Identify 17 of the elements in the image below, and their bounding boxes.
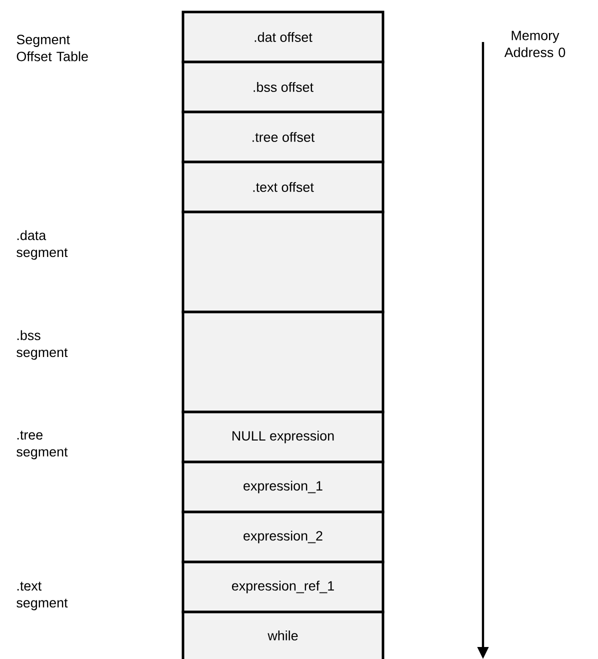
segment-cell: expression_2 <box>182 510 384 564</box>
segment-label: Memory Address 0 <box>504 30 566 58</box>
segment-cell: expression_ref_1 <box>182 560 384 614</box>
segment-label: .text segment <box>16 582 68 610</box>
segment-cell: .text offset <box>182 160 384 214</box>
segment-cell: .bss offset <box>182 60 384 114</box>
segment-label: .bss segment <box>16 330 68 360</box>
segment-cell: .dat offset <box>182 10 384 64</box>
segment-cell: NULL expression <box>182 410 384 464</box>
empty-segment-box <box>182 310 384 414</box>
segment-cell: while <box>182 610 384 659</box>
segment-cell: expression_1 <box>182 460 384 514</box>
segment-label: .data segment <box>16 230 68 260</box>
segment-cell: .tree offset <box>182 110 384 164</box>
empty-segment-box <box>182 210 384 314</box>
segment-label: .tree segment <box>16 430 68 460</box>
segment-label: Segment Offset Table <box>16 34 88 62</box>
